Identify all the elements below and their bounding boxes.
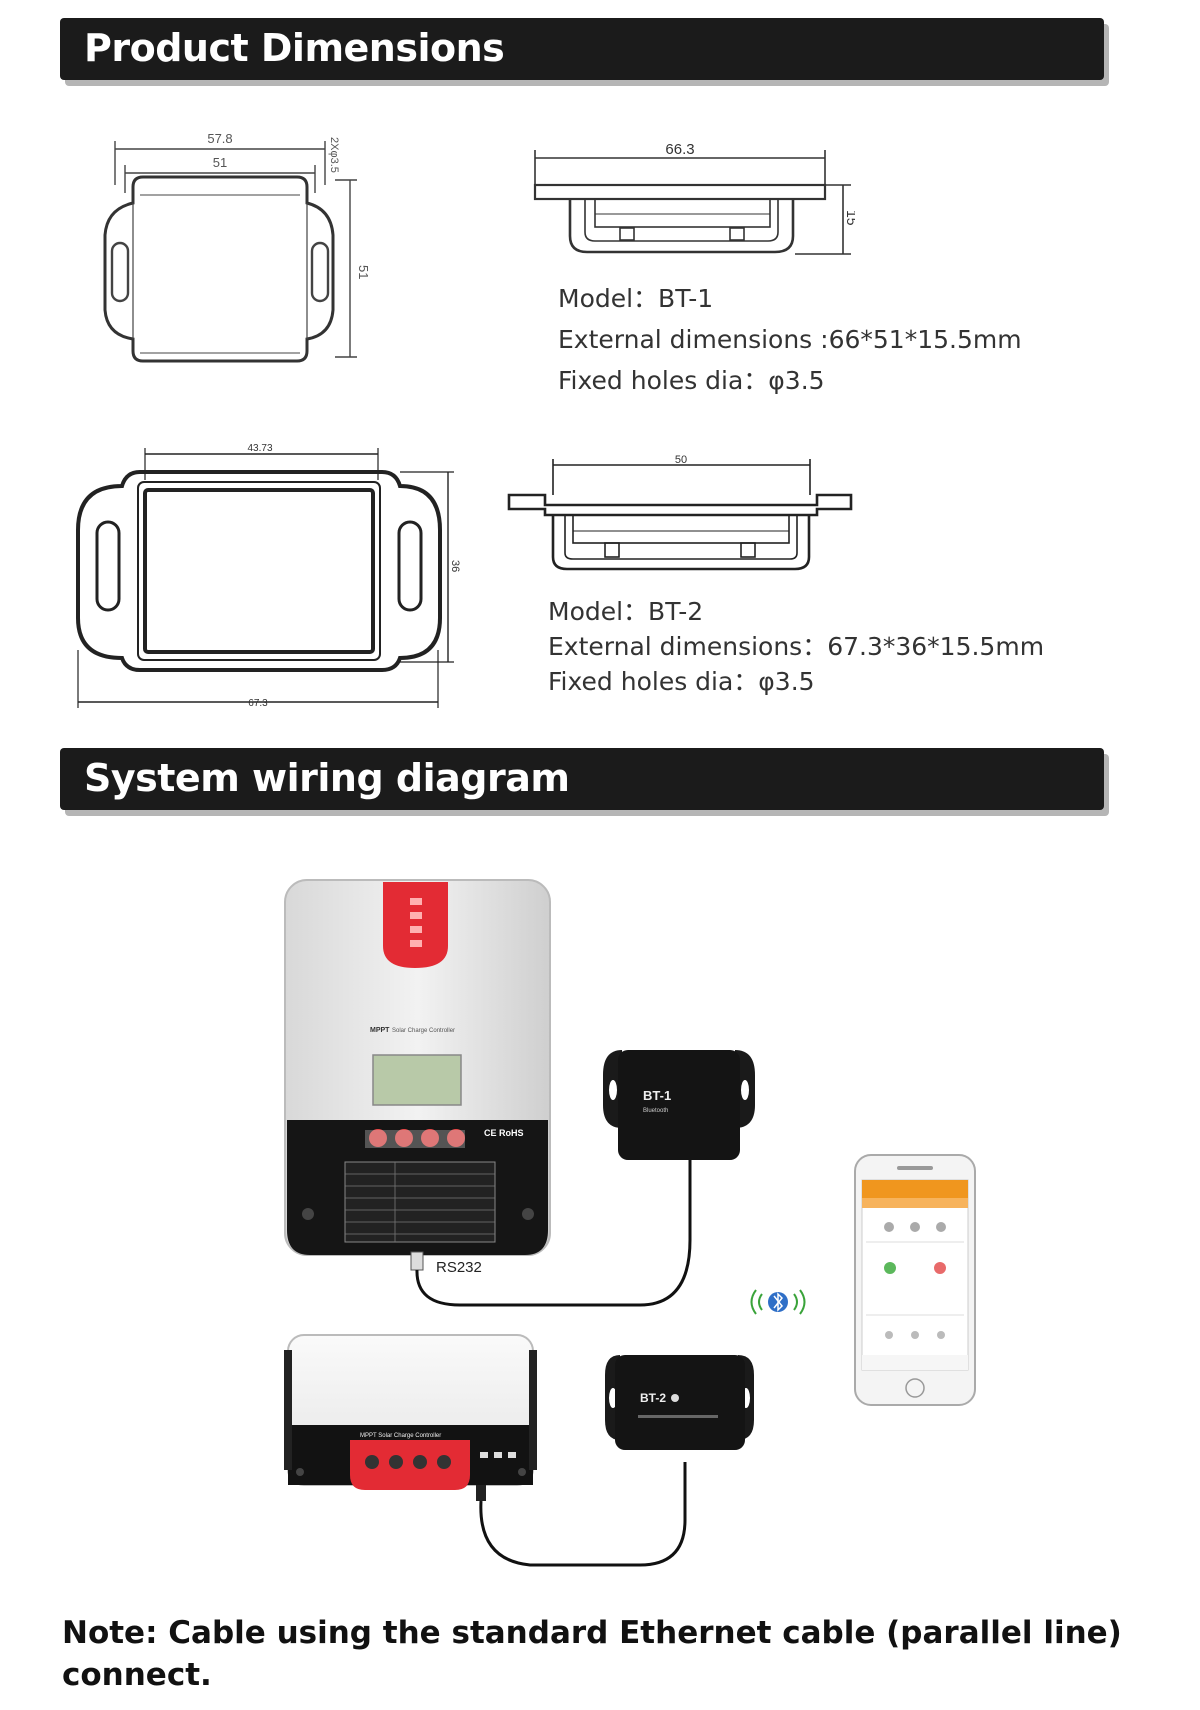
lcd-screen xyxy=(372,1054,462,1106)
bt2-side-view-drawing: 50 xyxy=(507,455,853,571)
dim-side-width: 66.3 xyxy=(665,141,694,158)
wiring-diagram: MPPT Solar Charge Controller CE RoHS RS2… xyxy=(284,879,976,1567)
bt1-module-label: BT-1 xyxy=(643,1088,671,1103)
dim-side-height: 15 xyxy=(844,210,855,226)
rs232-label: RS232 xyxy=(436,1259,482,1276)
dim-holes: 2Xφ3.5 xyxy=(328,137,340,173)
bt2-fixed-holes: Fixed holes dia：φ3.5 xyxy=(548,667,815,696)
ce-rohs-mark: CE RoHS xyxy=(484,1128,524,1138)
bt2-dim-height: 36 xyxy=(449,560,460,572)
rs232-connector xyxy=(410,1251,424,1271)
button-3 xyxy=(421,1129,439,1147)
wiring-note: Note: Cable using the standard Ethernet … xyxy=(62,1612,1122,1696)
controller2-header: MPPT Solar Charge Controller xyxy=(360,1433,441,1439)
charge-controller-1: MPPT Solar Charge Controller CE RoHS xyxy=(284,879,551,1256)
bt1-top-view-drawing: 57.8 51 2Xφ3.5 51 xyxy=(103,131,371,363)
section-title-wiring: System wiring diagram xyxy=(84,756,570,800)
charge-controller-2: MPPT Solar Charge Controller xyxy=(284,1334,537,1490)
button-4 xyxy=(447,1129,465,1147)
bt1-side-view-drawing: 66.3 15 xyxy=(533,141,855,255)
bluetooth-icon xyxy=(750,1289,806,1315)
controller1-header: MPPT xyxy=(370,1027,390,1034)
smartphone xyxy=(854,1154,976,1406)
note-text: Cable using the standard Ethernet cable … xyxy=(62,1615,1122,1693)
bt1-model: Model：BT-1 xyxy=(558,284,714,313)
bt2-model: Model：BT-2 xyxy=(548,597,704,626)
section-title: Product Dimensions xyxy=(84,26,505,70)
bt2-external-dimensions: External dimensions：67.3*36*15.5mm xyxy=(548,632,1045,661)
dim-height: 51 xyxy=(356,265,371,279)
section-header-dimensions: Product Dimensions xyxy=(60,18,1104,80)
section-header-wiring: System wiring diagram xyxy=(60,748,1104,810)
bt1-module: BT-1 Bluetooth xyxy=(603,1050,755,1160)
button-2 xyxy=(395,1129,413,1147)
cable-2 xyxy=(479,1462,687,1567)
bt2-module: BT-2 xyxy=(605,1355,754,1450)
cable-1 xyxy=(415,1140,692,1307)
bt2-top-view-drawing: 43.73 36 67.3 xyxy=(76,443,460,709)
bt2-dim-inner-width: 43.73 xyxy=(247,443,272,454)
controller1-sub: Solar Charge Controller xyxy=(392,1028,455,1034)
bt1-module-sub: Bluetooth xyxy=(643,1108,668,1114)
bt2-module-label: BT-2 xyxy=(640,1391,666,1405)
bt2-dim-outer-width: 67.3 xyxy=(248,698,268,709)
button-1 xyxy=(369,1129,387,1147)
dim-outer-width: 57.8 xyxy=(207,131,232,146)
ethernet-connector xyxy=(476,1485,486,1501)
note-label: Note: xyxy=(62,1615,158,1651)
dim-inner-width: 51 xyxy=(213,155,227,170)
bt1-external-dimensions: External dimensions :66*51*15.5mm xyxy=(558,325,1022,354)
bt2-dim-side-width: 50 xyxy=(675,455,687,466)
bt1-fixed-holes: Fixed holes dia：φ3.5 xyxy=(558,366,825,395)
